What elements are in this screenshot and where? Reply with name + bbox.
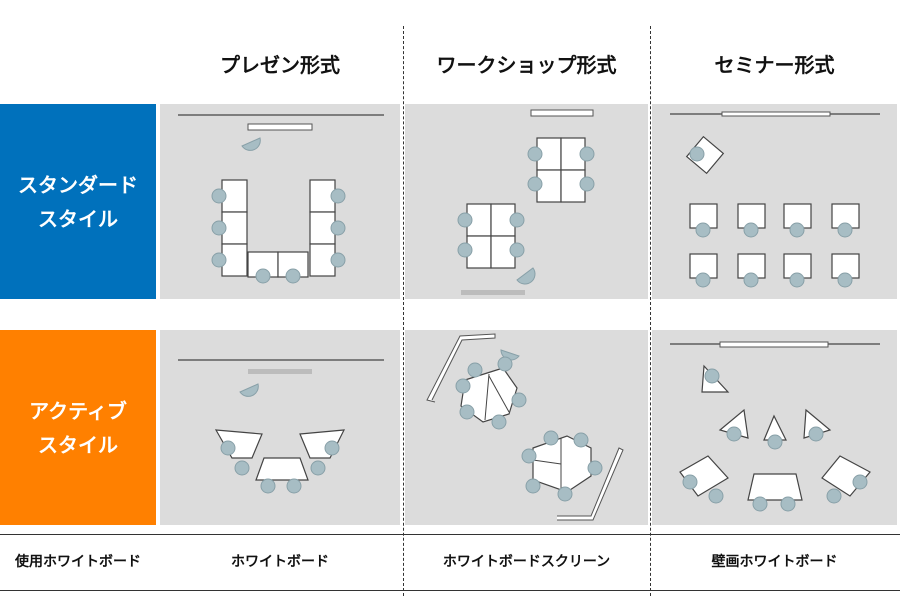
chair: [789, 272, 805, 288]
chair: [837, 272, 853, 288]
presenter-chair: [241, 137, 261, 151]
chair: [752, 496, 768, 512]
chair: [211, 252, 227, 268]
footer-seminar: 壁画ホワイトボード: [711, 554, 838, 570]
chair: [852, 474, 868, 490]
chair: [837, 222, 853, 238]
layout-workshop-active: [405, 330, 648, 525]
chair: [743, 222, 759, 238]
chair: [459, 404, 475, 420]
row-label-standard: スタンダード スタイル: [0, 104, 156, 299]
chair: [467, 362, 483, 378]
chair: [682, 474, 698, 490]
chair: [695, 272, 711, 288]
chair: [285, 268, 301, 284]
chair: [587, 460, 603, 476]
presenter-chair: [516, 267, 536, 285]
chair: [509, 242, 525, 258]
layout-seminar-active: [652, 330, 897, 525]
layout-workshop-standard: [405, 104, 648, 299]
presen-standard-diagram: [178, 114, 384, 284]
chair: [573, 432, 589, 448]
screen: [461, 290, 525, 295]
whiteboard: [721, 111, 831, 117]
chair: [579, 146, 595, 162]
chair: [211, 188, 227, 204]
presen-active-diagram: [178, 359, 384, 494]
chair: [708, 488, 724, 504]
chair: [826, 488, 842, 504]
column-header-seminar: セミナー形式: [714, 53, 835, 77]
chair: [255, 268, 271, 284]
table-divider: [484, 373, 490, 421]
layout-presen-standard: [160, 104, 400, 299]
workshop-standard-diagram: [457, 109, 595, 295]
layout-seminar-standard: [652, 104, 897, 299]
column-header-workshop: ワークショップ形式: [436, 53, 617, 77]
chair: [695, 222, 711, 238]
chair: [457, 212, 473, 228]
column-divider: [403, 26, 404, 596]
whiteboard: [247, 123, 313, 131]
chair: [767, 434, 783, 450]
row-label-standard-line1: スタンダード: [18, 172, 138, 197]
chair: [497, 356, 513, 372]
chair: [704, 368, 720, 384]
chair: [310, 460, 326, 476]
chair: [330, 252, 346, 268]
chair: [234, 460, 250, 476]
chair: [491, 414, 507, 430]
chair: [220, 440, 236, 456]
chair: [457, 242, 473, 258]
chair: [780, 496, 796, 512]
chair: [527, 146, 543, 162]
seminar-active-diagram: [670, 341, 880, 512]
chair: [455, 378, 471, 394]
chair: [527, 176, 543, 192]
chair: [579, 176, 595, 192]
presenter-desk: [685, 135, 725, 175]
column-header-presen: プレゼン形式: [220, 53, 340, 77]
chair: [521, 448, 537, 464]
footer-presen: ホワイトボード: [231, 554, 329, 570]
chair: [260, 478, 276, 494]
row-label-active-line2: スタイル: [38, 432, 118, 457]
table-divider: [488, 375, 510, 413]
presenter-chair: [239, 383, 259, 397]
footer-bottom-rule: [0, 590, 900, 591]
row-label-active: アクティブ スタイル: [0, 330, 156, 525]
chair: [324, 440, 340, 456]
footer-workshop: ホワイトボードスクリーン: [442, 554, 611, 570]
chair: [543, 430, 559, 446]
row-label-standard-line2: スタイル: [38, 206, 118, 231]
chair: [211, 220, 227, 236]
chair: [509, 212, 525, 228]
chair: [689, 146, 705, 162]
chair: [525, 478, 541, 494]
whiteboard-screen: [426, 333, 496, 403]
chair: [726, 426, 742, 442]
footer-row-label: 使用ホワイトボード: [15, 554, 141, 570]
chair: [330, 220, 346, 236]
chair: [511, 392, 527, 408]
whiteboard: [248, 369, 312, 374]
table: [255, 457, 309, 481]
workshop-active-diagram: [426, 333, 624, 521]
chair: [557, 486, 573, 502]
whiteboard-screen: [557, 447, 624, 521]
footer-top-rule: [0, 534, 900, 535]
whiteboard: [719, 341, 829, 348]
chair: [330, 188, 346, 204]
row-label-active-line1: アクティブ: [29, 398, 127, 423]
chair: [743, 272, 759, 288]
chair: [286, 478, 302, 494]
whiteboard: [530, 109, 594, 117]
chair: [789, 222, 805, 238]
table-divider: [532, 459, 562, 465]
layout-presen-active: [160, 330, 400, 525]
desk: [747, 473, 803, 501]
column-divider: [650, 26, 651, 596]
seminar-standard-diagram: [670, 111, 880, 288]
chair: [808, 426, 824, 442]
